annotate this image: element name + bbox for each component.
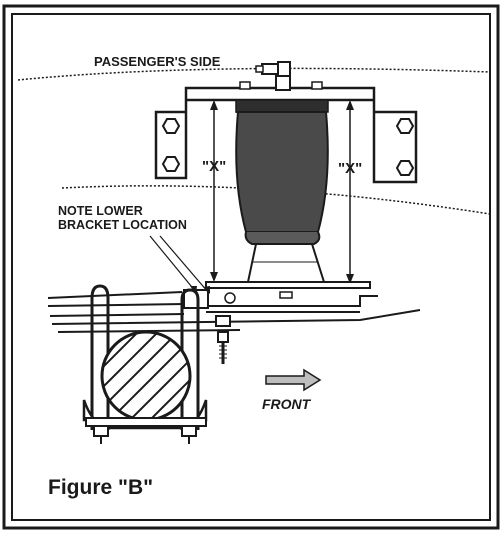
frame-rail-top-edge: [17, 67, 491, 81]
dimension-label-right: "X": [338, 160, 363, 177]
dimension-label-left: "X": [202, 158, 227, 175]
bolt-head-lower-right: [395, 160, 415, 176]
dimension-arrow-left: [210, 100, 218, 282]
u-bolt: [90, 284, 200, 430]
note-line-1: NOTE LOWER: [58, 204, 143, 218]
dimension-arrow-right: [346, 100, 354, 284]
inner-frame: [11, 13, 491, 521]
note-leader-lines: [149, 235, 210, 294]
bolt-head-lower-left: [161, 156, 181, 172]
bolt-head-upper-right: [395, 118, 415, 134]
clamp-nut-left: [93, 425, 109, 437]
top-nut-right: [311, 81, 323, 90]
bolt-head-upper-left: [161, 118, 181, 134]
leaf-spring: [47, 291, 421, 333]
front-arrow-icon: [265, 368, 322, 392]
clamp-nut-right: [181, 425, 197, 437]
note-line-2: BRACKET LOCATION: [58, 218, 187, 232]
outer-frame: [2, 4, 500, 530]
air-bag: [235, 99, 329, 283]
top-nut-left: [239, 81, 251, 90]
note-label: NOTE LOWER BRACKET LOCATION: [58, 204, 187, 232]
passenger-side-label: PASSENGER'S SIDE: [94, 54, 221, 69]
lower-bracket: [183, 281, 378, 309]
figure-caption: Figure "B": [48, 476, 154, 499]
center-bolt: [215, 315, 231, 364]
air-fitting: [255, 61, 291, 91]
front-label: FRONT: [262, 396, 311, 412]
